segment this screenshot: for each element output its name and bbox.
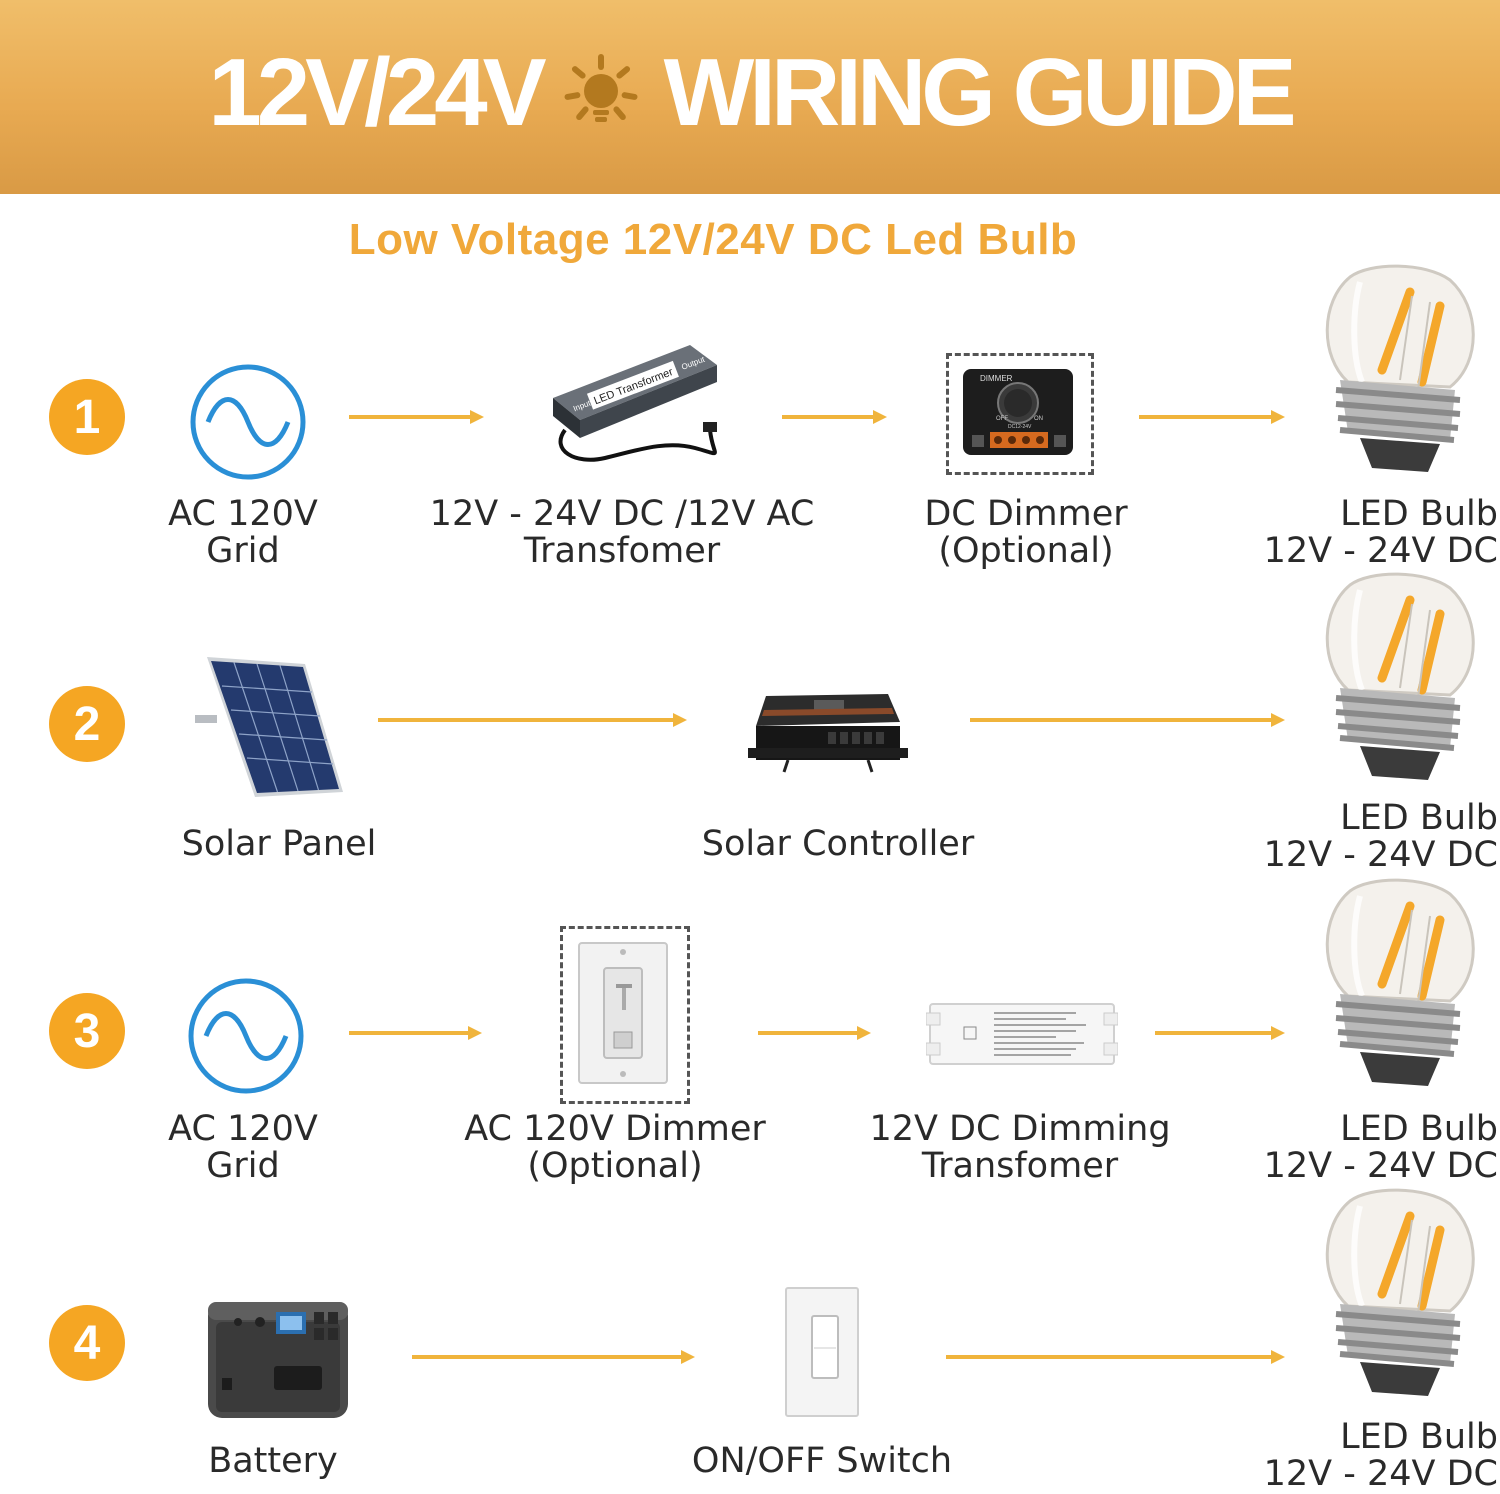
component-label-line-1: 12V DC Dimming <box>869 1109 1171 1149</box>
sun-bulb-icon <box>564 54 638 122</box>
led-bulb-icon <box>1325 264 1475 472</box>
component-label-line-1: Solar Panel <box>181 824 377 864</box>
ac-wave-icon <box>190 364 306 480</box>
component-label-line-2: (Optional) <box>938 531 1114 571</box>
page-title: 12V/24V WIRING GUIDE <box>0 28 1500 158</box>
wall-switch-icon <box>785 1287 859 1417</box>
component-label-line-2: Grid <box>206 531 280 571</box>
ac-wave-icon <box>188 978 304 1094</box>
step-1-badge: 1 <box>49 379 125 455</box>
component-label-line-1: Solar Controller <box>701 824 975 864</box>
subtitle: Low Voltage 12V/24V DC Led Bulb <box>348 215 1078 264</box>
component-label-line-1: ON/OFF Switch <box>691 1441 953 1481</box>
step-3-badge: 3 <box>49 993 125 1069</box>
component-label: DC Dimmer(Optional) <box>826 496 1226 570</box>
flow-arrow <box>349 410 484 424</box>
dc-dimmer-icon: DIMMER OFF ON DC12-24V <box>963 369 1073 455</box>
flow-arrow <box>970 713 1285 727</box>
flow-arrow <box>758 1026 871 1040</box>
component-label-line-1: AC 120V Dimmer <box>464 1109 766 1149</box>
led-bulb-icon <box>1325 878 1475 1086</box>
component-label-line-2: 12V - 24V DC <box>1263 531 1498 571</box>
flow-arrow <box>946 1350 1285 1364</box>
component-label-line-1: LED Bulb <box>1340 1109 1498 1149</box>
battery-power-station-icon <box>208 1302 348 1418</box>
dimmer-label: DIMMER <box>980 374 1013 383</box>
component-label: AC 120V Dimmer(Optional) <box>415 1111 815 1185</box>
component-label: Battery <box>73 1443 473 1480</box>
led-bulb-icon <box>1325 572 1475 780</box>
flow-arrow <box>782 410 887 424</box>
component-label-line-2: Transfomer <box>921 1146 1119 1186</box>
component-label: Solar Panel <box>79 826 479 863</box>
flow-arrow <box>1139 410 1285 424</box>
component-label-line-1: DC Dimmer <box>924 494 1128 534</box>
component-label-line-1: Battery <box>208 1441 338 1481</box>
dimmer-spec-label: DC12-24V <box>1008 424 1032 430</box>
component-label-line-1: LED Bulb <box>1340 1417 1498 1457</box>
component-label: ON/OFF Switch <box>622 1443 1022 1480</box>
component-label-line-1: 12V - 24V DC /12V AC <box>429 494 815 534</box>
component-label-line-1: AC 120V <box>168 1109 318 1149</box>
led-transformer-icon: LED Transformer Input Output <box>553 345 717 462</box>
step-2-badge: 2 <box>49 686 125 762</box>
step-4-badge: 4 <box>49 1305 125 1381</box>
component-label-line-1: LED Bulb <box>1340 798 1498 838</box>
wall-dimmer-icon <box>578 942 668 1084</box>
dimming-driver-icon <box>926 1003 1118 1065</box>
flow-arrow <box>349 1026 482 1040</box>
component-label-line-2: Transfomer <box>523 531 721 571</box>
led-bulb-icon <box>1325 1188 1475 1396</box>
component-label-line-2: 12V - 24V DC <box>1263 835 1498 875</box>
title-guide: WIRING GUIDE <box>663 39 1297 146</box>
flow-arrow <box>1155 1026 1285 1040</box>
component-label-line-2: Grid <box>206 1146 280 1186</box>
component-label-line-2: 12V - 24V DC <box>1263 1146 1498 1186</box>
flow-arrow <box>378 713 687 727</box>
dimmer-off-label: OFF <box>996 416 1008 422</box>
dimmer-on-label: ON <box>1034 416 1043 422</box>
title-voltage: 12V/24V <box>208 39 546 146</box>
solar-panel-icon <box>195 657 343 797</box>
optional-dashed-box <box>946 353 1094 475</box>
component-label-line-2: (Optional) <box>527 1146 703 1186</box>
component-label: Solar Controller <box>638 826 1038 863</box>
flow-arrow <box>412 1350 695 1364</box>
optional-dashed-box <box>560 926 690 1104</box>
title-banner: 12V/24V WIRING GUIDE <box>0 0 1500 194</box>
component-label-line-2: 12V - 24V DC <box>1263 1454 1498 1494</box>
component-label-line-1: AC 120V <box>168 494 318 534</box>
solar-controller-icon <box>748 694 908 773</box>
component-label-line-1: LED Bulb <box>1340 494 1498 534</box>
